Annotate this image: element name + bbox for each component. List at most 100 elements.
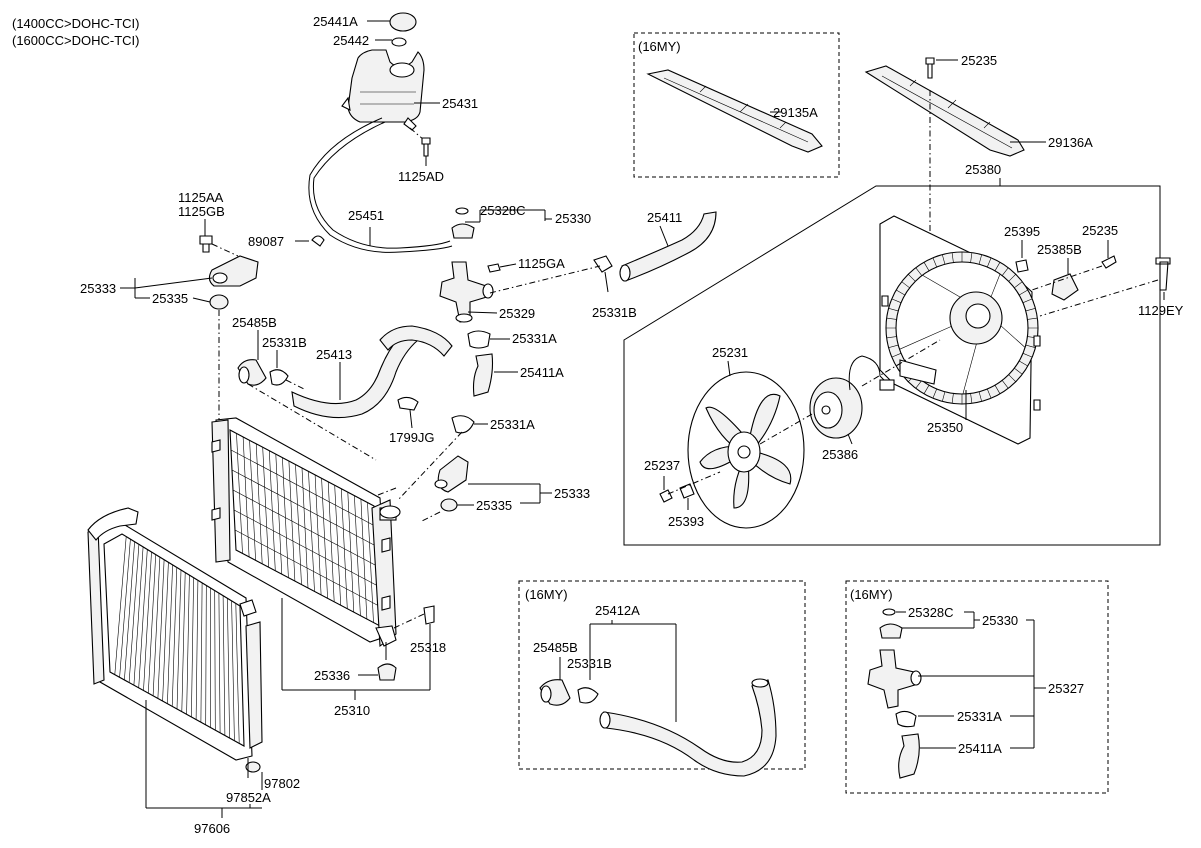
part-25350[interactable]: 25350 — [927, 420, 963, 435]
part-25393[interactable]: 25393 — [668, 514, 704, 529]
box-16my-hose-label: (16MY) — [525, 587, 568, 602]
hose-25413-upper-drawing — [379, 325, 453, 357]
radiator-25310-drawing[interactable] — [211, 417, 401, 648]
part-25237[interactable]: 25237 — [644, 458, 680, 473]
part-25330-16my[interactable]: 25330 — [982, 613, 1018, 628]
housing-25327-drawing[interactable] — [867, 649, 919, 709]
part-25441A[interactable]: 25441A — [313, 14, 358, 29]
bolt-1129EY-drawing — [1155, 257, 1171, 291]
part-25327[interactable]: 25327 — [1048, 681, 1084, 696]
part-25330[interactable]: 25330 — [555, 211, 591, 226]
part-25331B-top[interactable]: 25331B — [592, 305, 637, 320]
left-bracket-group: 1125AA 1125GB 25333 25335 — [80, 190, 259, 420]
outlet-housing-group: 25328C 25330 1125GA 25329 — [439, 203, 591, 323]
part-97606[interactable]: 97606 — [194, 821, 230, 836]
insulator-25335-left-drawing — [209, 294, 229, 310]
bolt-25235-drawing — [1101, 255, 1117, 269]
part-1799JG[interactable]: 1799JG — [389, 430, 435, 445]
part-25331A-16my[interactable]: 25331A — [957, 709, 1002, 724]
clamp-25331B-16my-drawing — [577, 687, 599, 704]
condenser-97606-drawing[interactable] — [87, 507, 263, 761]
engine-spec-1600: (1600CC>DOHC-TCI) — [12, 33, 140, 48]
part-25395[interactable]: 25395 — [1004, 224, 1040, 239]
part-25485B[interactable]: 25485B — [232, 315, 277, 330]
part-25442[interactable]: 25442 — [333, 33, 369, 48]
part-25331B[interactable]: 25331B — [262, 335, 307, 350]
engine-spec-1400: (1400CC>DOHC-TCI) — [12, 16, 140, 31]
part-25485B-16my[interactable]: 25485B — [533, 640, 578, 655]
hose-25411A-drawing[interactable] — [472, 353, 494, 397]
part-89087[interactable]: 89087 — [248, 234, 284, 249]
part-25235[interactable]: 25235 — [1082, 223, 1118, 238]
hose-25412A-drawing[interactable] — [603, 679, 777, 777]
clamp-25331A-lower-drawing — [451, 415, 475, 434]
lower-hose-group: 25485B 25331B 25413 1799JG — [232, 315, 453, 461]
part-25385B[interactable]: 25385B — [1037, 242, 1082, 257]
clamp-25331B-drawing — [269, 369, 289, 386]
nut-25237-drawing — [659, 489, 673, 503]
part-25328C[interactable]: 25328C — [480, 203, 526, 218]
filler-cap-25330-16my-drawing[interactable] — [879, 623, 903, 639]
clamp-25331A-16my-drawing — [895, 710, 917, 728]
insulator-25335-right-drawing — [440, 498, 458, 512]
part-25412A[interactable]: 25412A — [595, 603, 640, 618]
part-25333-left[interactable]: 25333 — [80, 281, 116, 296]
box-16my-air-guard — [633, 32, 840, 178]
part-25329[interactable]: 25329 — [499, 306, 535, 321]
clamp-1799JG-drawing — [397, 396, 419, 411]
overflow-hose-drawing[interactable] — [308, 117, 453, 253]
part-25411[interactable]: 25411 — [647, 210, 682, 225]
part-1125GB[interactable]: 1125GB — [178, 204, 225, 219]
motor-25386-drawing[interactable] — [809, 355, 895, 439]
fan-25231-drawing[interactable] — [687, 371, 805, 529]
part-25333-right[interactable]: 25333 — [554, 486, 590, 501]
part-25431[interactable]: 25431 — [442, 96, 478, 111]
upper-hose-25411-drawing[interactable] — [621, 211, 717, 281]
box-16my-outlet-label: (16MY) — [850, 587, 893, 602]
part-25411A-16my[interactable]: 25411A — [958, 741, 1002, 756]
part-29136A[interactable]: 29136A — [1048, 135, 1093, 150]
part-1129EY[interactable]: 1129EY — [1138, 303, 1184, 318]
part-25413[interactable]: 25413 — [316, 347, 352, 362]
clamp-25331B-top-drawing — [593, 255, 613, 273]
part-25411A[interactable]: 25411A — [520, 365, 564, 380]
part-25335-left[interactable]: 25335 — [152, 291, 188, 306]
part-25235-top[interactable]: 25235 — [961, 53, 997, 68]
reservoir-cap-drawing[interactable] — [389, 12, 417, 32]
filler-cap-25330-drawing[interactable] — [451, 223, 475, 239]
box-16my-outlet — [845, 580, 1109, 794]
part-25336[interactable]: 25336 — [314, 668, 350, 683]
part-97802[interactable]: 97802 — [264, 776, 300, 791]
part-25331A-lower[interactable]: 25331A — [490, 417, 535, 432]
clamp-25331A-upper-drawing — [467, 330, 491, 349]
part-25386[interactable]: 25386 — [822, 447, 858, 462]
part-1125AA[interactable]: 1125AA — [178, 190, 224, 205]
part-29135A[interactable]: 29135A — [773, 105, 818, 120]
part-25328C-16my[interactable]: 25328C — [908, 605, 954, 620]
hose-25411A-16my-drawing[interactable] — [898, 733, 920, 779]
part-25310[interactable]: 25310 — [334, 703, 370, 718]
grommet-25395-drawing — [1015, 259, 1029, 273]
reservoir-tank-drawing[interactable] — [347, 49, 425, 123]
clip-89087-drawing — [311, 235, 325, 247]
part-97852A[interactable]: 97852A — [226, 790, 271, 805]
fan-assembly-box — [623, 185, 1161, 546]
bolt-25235-top-drawing — [925, 57, 935, 79]
part-25331B-16my[interactable]: 25331B — [567, 656, 612, 671]
shroud-25350-drawing[interactable] — [879, 215, 1041, 445]
sensor-25318-drawing — [423, 605, 435, 625]
part-25231[interactable]: 25231 — [712, 345, 748, 360]
insulator-97852A-drawing — [245, 761, 261, 773]
reservoir-tank-group: 25441A 25442 25431 1125AD — [313, 12, 478, 184]
bolt-1125AD-drawing — [421, 137, 431, 157]
part-25451[interactable]: 25451 — [348, 208, 384, 223]
part-1125AD[interactable]: 1125AD — [398, 169, 444, 184]
part-25318[interactable]: 25318 — [410, 640, 446, 655]
resistor-25385B-drawing[interactable] — [1051, 273, 1079, 301]
part-25331A-upper[interactable]: 25331A — [512, 331, 557, 346]
part-1125GA[interactable]: 1125GA — [518, 256, 565, 271]
part-25380[interactable]: 25380 — [965, 162, 1001, 177]
part-25335-right[interactable]: 25335 — [476, 498, 512, 513]
insulator-25336-drawing — [377, 663, 397, 681]
